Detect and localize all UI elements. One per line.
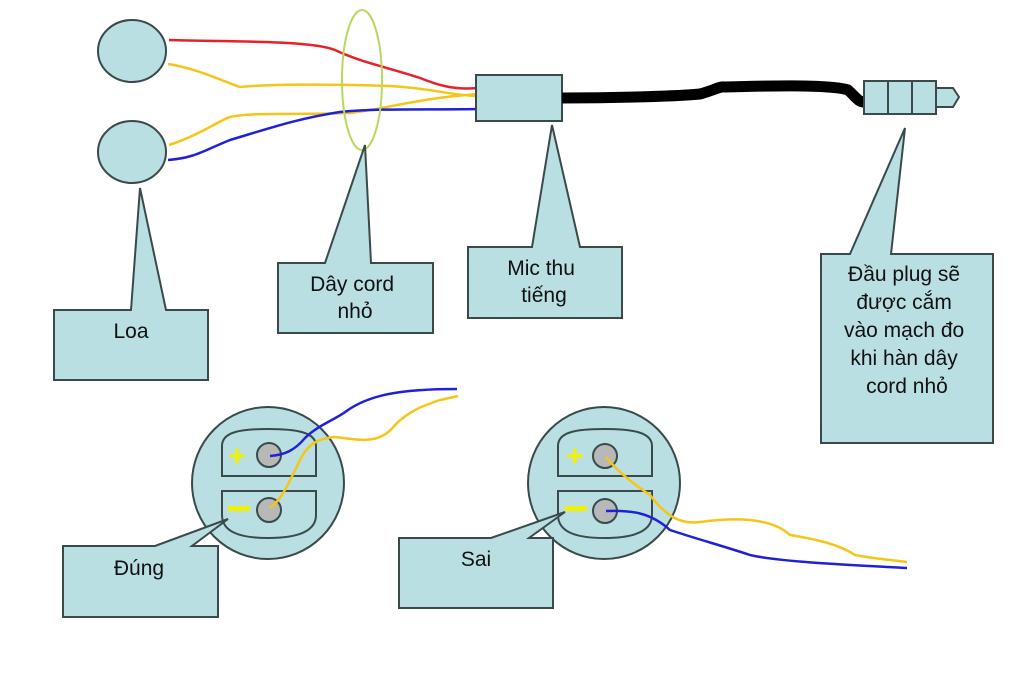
audio-plug	[863, 80, 961, 115]
wire-blue	[167, 107, 479, 162]
cable	[561, 80, 865, 108]
wire-yellow-1	[167, 62, 479, 98]
callout-speaker-text: Loa	[113, 320, 148, 343]
callout-mic	[467, 124, 623, 319]
plus-sign: +	[566, 440, 584, 473]
callout-wrong-text: Sai	[461, 548, 491, 571]
capsule-wrong: +	[527, 406, 681, 560]
callout-cord-text: Dây cord nhỏ	[310, 273, 400, 323]
callout-wrong	[398, 511, 566, 609]
wire-yellow-correct	[269, 394, 459, 510]
wire-blue-correct	[269, 387, 458, 458]
callout-correct-text: Đúng	[114, 557, 164, 580]
minus-sign	[228, 506, 250, 511]
callout-mic-text: Mic thu tiếng	[507, 257, 581, 307]
minus-sign	[565, 506, 587, 511]
capsule-correct: +	[191, 406, 345, 560]
callout-cord	[277, 144, 434, 334]
cord-bundle-ring	[341, 9, 383, 151]
callout-correct	[62, 518, 229, 618]
callout-plug	[820, 127, 994, 444]
speaker-top	[97, 19, 167, 83]
speaker-bottom	[97, 120, 167, 184]
wire-blue-wrong	[605, 509, 908, 570]
wire-yellow-wrong	[605, 456, 908, 564]
plus-sign: +	[228, 440, 246, 473]
callout-speaker	[53, 187, 209, 381]
mic-box	[475, 74, 563, 122]
callout-plug-text: Đầu plug sẽ được cắm vào mạch đo khi hàn…	[844, 263, 970, 398]
wire-yellow-2	[168, 92, 479, 147]
wire-red	[168, 38, 479, 90]
